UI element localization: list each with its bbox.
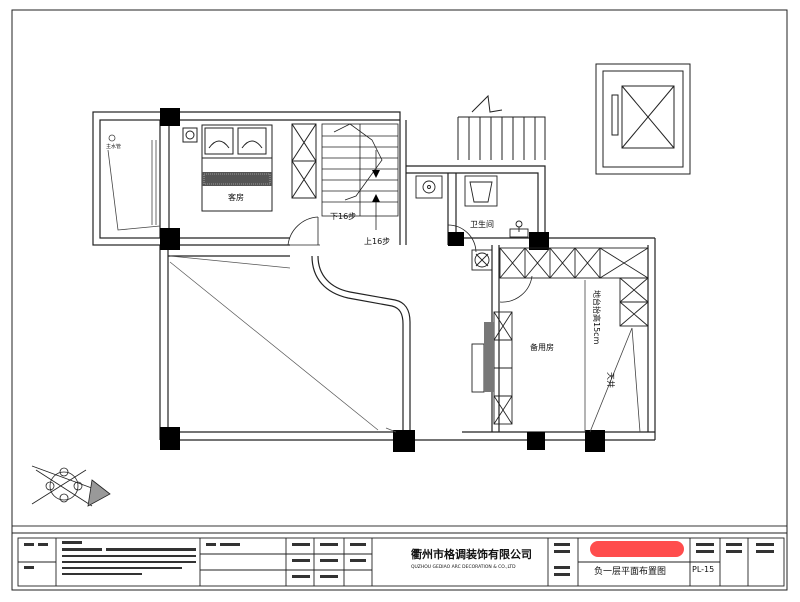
drawing-title: 负一层平面布置图: [594, 565, 666, 577]
structural-columns: [160, 108, 605, 452]
exhaust-fan: [471, 249, 493, 271]
title-block-illegible-marks: [24, 541, 774, 578]
stair-down-label: 下16步: [330, 212, 356, 221]
stair-arrow-down: [372, 170, 380, 178]
water-pipe-label: 主水管: [106, 143, 121, 150]
guest-wardrobe: [291, 123, 317, 199]
walls: [92, 111, 656, 441]
spare-room-door: [499, 275, 533, 303]
platform-and-skylight: [584, 280, 641, 433]
spare-wardrobe-top: [499, 247, 601, 279]
bathroom-label: 卫生间: [470, 219, 494, 229]
spare-wardrobe-right: [599, 247, 649, 327]
guest-room-furniture: [182, 124, 273, 212]
stair-arrow-up: [372, 194, 380, 202]
company-name-cn: 衢州市格调装饰有限公司: [411, 547, 532, 561]
void-diagonals: [169, 255, 397, 433]
spare-room-label: 备用房: [530, 342, 554, 352]
bed-blanket-pattern: [202, 172, 272, 186]
elevator-symbol: [595, 63, 691, 175]
curved-wall: [311, 255, 411, 432]
skylight-label: 天井: [606, 372, 616, 388]
title-block: [11, 525, 788, 591]
redaction-bar: [590, 541, 684, 557]
compass-icon: [31, 465, 111, 507]
guest-room-label: 客房: [228, 192, 244, 202]
bed-blanket-pattern-inner: [203, 173, 271, 185]
stair-up-label: 上16步: [364, 237, 390, 246]
bathroom-fixtures: [415, 175, 529, 238]
upper-stair-fragment: [457, 94, 546, 160]
guest-room-door: [287, 216, 320, 246]
sheet-frame: [11, 9, 788, 591]
drawing-number: PL-15: [692, 565, 714, 574]
bathroom-door: [447, 224, 477, 253]
bed: [201, 124, 273, 212]
company-name-en: QUZHOU GEDIAO ARC DECORATION & CO.,LTD: [411, 564, 516, 570]
platform-note: 地台抬高15cm: [592, 290, 602, 345]
annex-details: [107, 134, 161, 231]
tv-screen: [484, 322, 494, 392]
